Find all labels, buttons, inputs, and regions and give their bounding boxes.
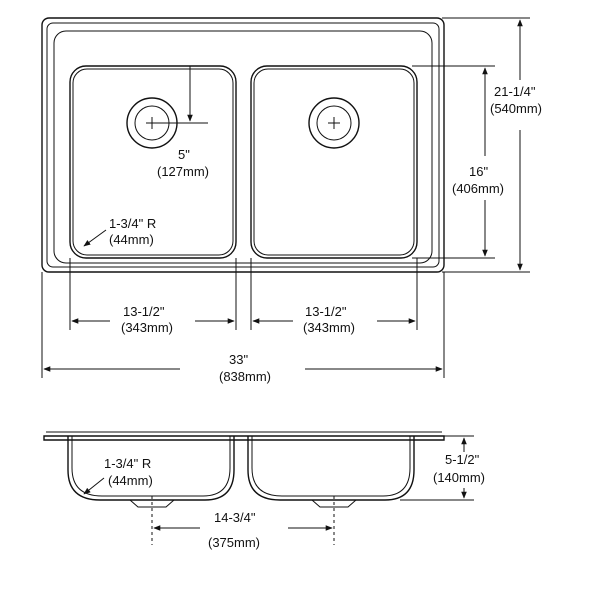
bowl-depth-metric: (140mm) <box>433 470 485 485</box>
right-bowl-inner-line <box>253 68 415 256</box>
overall-width-dimension <box>41 272 445 378</box>
left-bowl-profile <box>67 436 235 501</box>
corner-radius-arrow-side <box>83 477 105 495</box>
overall-width-imperial: 33" <box>229 352 248 367</box>
left-drain-body <box>129 499 175 508</box>
bowl-depth-dimension <box>400 435 474 501</box>
corner-radius-top-metric: (44mm) <box>109 232 154 247</box>
left-bowl-width-metric: (343mm) <box>121 320 173 335</box>
left-bowl-outline <box>69 65 237 259</box>
right-bowl-outline <box>250 65 418 259</box>
sink-outer-rim <box>41 17 445 273</box>
corner-radius-arrow-top <box>83 229 107 247</box>
corner-radius-top-imperial: 1-3/4" R <box>109 216 156 231</box>
drain-offset-metric: (127mm) <box>157 164 209 179</box>
sink-rim-inner-line <box>46 22 440 268</box>
bowl-depth-imperial: 5-1/2" <box>445 452 480 467</box>
right-drain-icon <box>308 97 360 149</box>
overall-depth-imperial: 21-1/4" <box>494 84 536 99</box>
drain-spacing-metric: (375mm) <box>208 535 260 550</box>
side-view: 14-3/4" (375mm) 1-3/4" R (44mm) 5-1/2" (… <box>43 431 485 550</box>
drain-offset-imperial: 5" <box>178 147 190 162</box>
sink-deck-outline <box>53 30 433 264</box>
bowl-length-dimension <box>412 65 495 259</box>
overall-depth-dimension <box>442 17 530 273</box>
drain-spacing-imperial: 14-3/4" <box>214 510 256 525</box>
drain-offset-dimension <box>152 66 208 124</box>
right-bowl-profile <box>247 436 415 501</box>
top-view: 5" (127mm) 1-3/4" R (44mm) 21-1/4" (540m… <box>41 17 542 384</box>
bowl-width-extension-lines <box>69 258 418 330</box>
left-bowl-inner-line <box>72 68 234 256</box>
left-bowl-width-imperial: 13-1/2" <box>123 304 165 319</box>
bowl-length-imperial: 16" <box>469 164 488 179</box>
right-drain-body <box>311 499 357 508</box>
corner-radius-side-metric: (44mm) <box>108 473 153 488</box>
overall-width-metric: (838mm) <box>219 369 271 384</box>
rim-flange <box>43 435 445 441</box>
right-bowl-width-imperial: 13-1/2" <box>305 304 347 319</box>
overall-depth-metric: (540mm) <box>490 101 542 116</box>
right-bowl-width-metric: (343mm) <box>303 320 355 335</box>
bowl-length-metric: (406mm) <box>452 181 504 196</box>
corner-radius-side-imperial: 1-3/4" R <box>104 456 151 471</box>
